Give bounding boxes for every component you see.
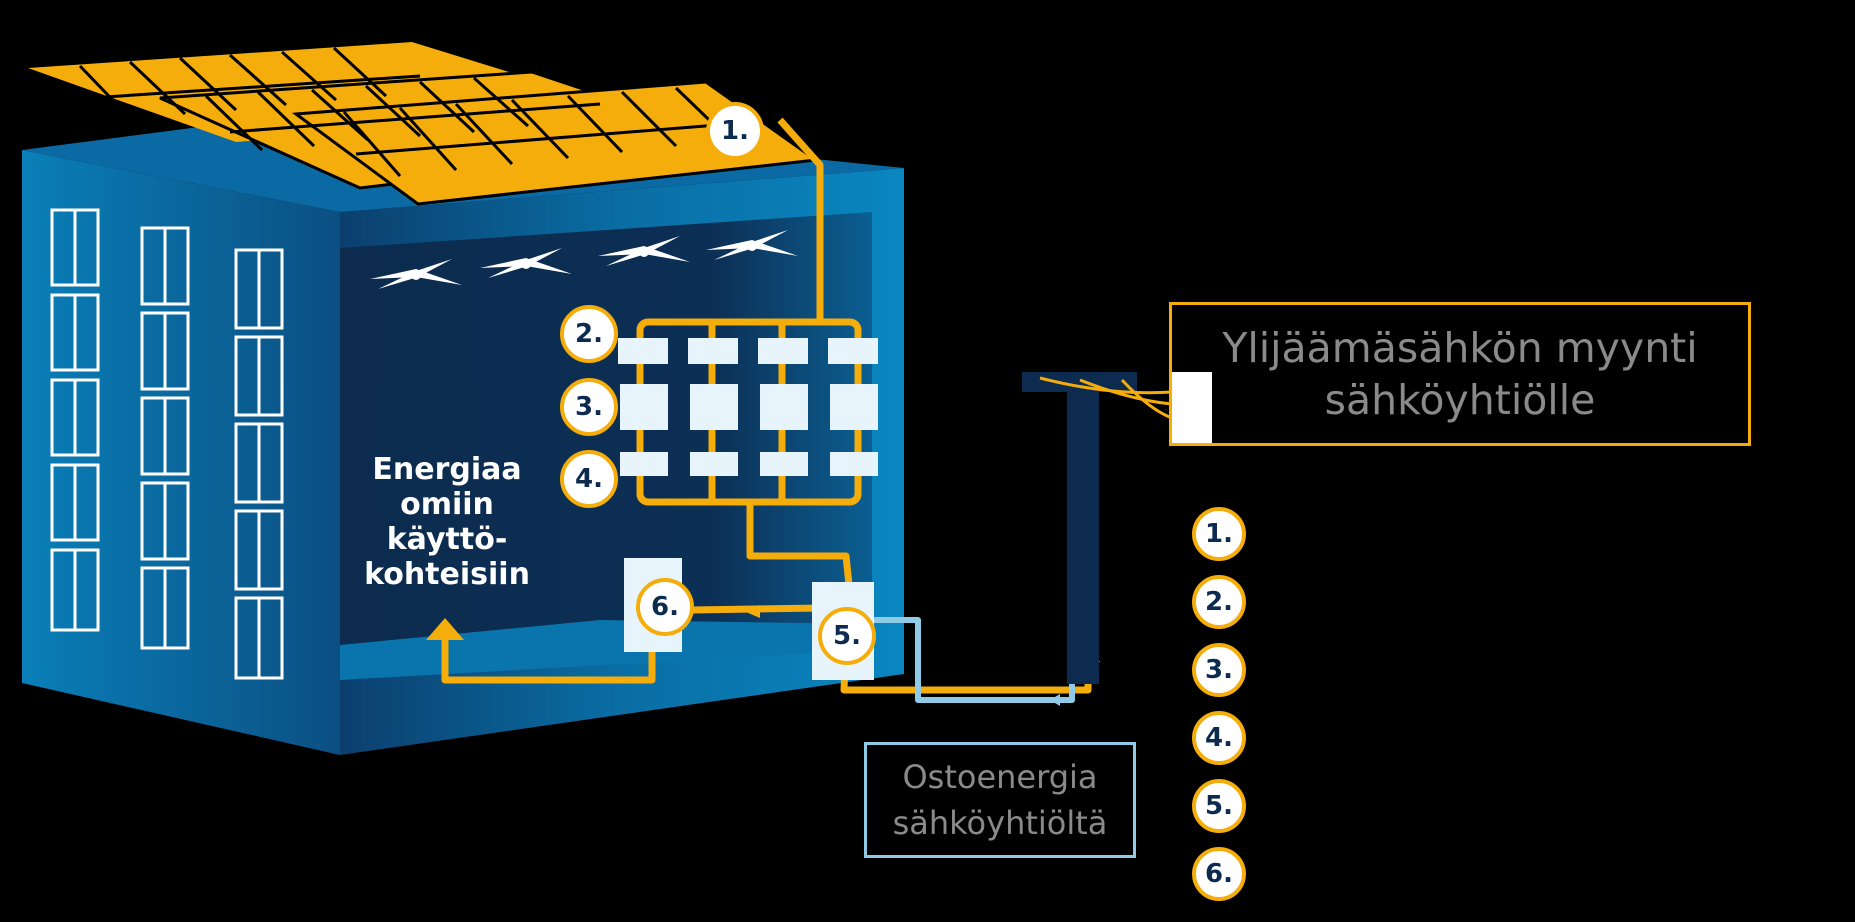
arrow-to-meter xyxy=(746,605,760,618)
purchased-energy-line-1: Ostoenergia xyxy=(902,758,1098,796)
building xyxy=(22,110,904,755)
surplus-sale-line-2: sähköyhtiölle xyxy=(1324,376,1596,424)
ceiling-light-3 xyxy=(598,236,690,266)
window-column-1 xyxy=(50,208,100,632)
surplus-sale-box: Ylijäämäsähkön myynti sähköyhtiölle xyxy=(1169,302,1751,446)
callout-4: 4. xyxy=(560,450,618,508)
legend-item-3: 3. xyxy=(1192,643,1246,697)
arrow-purchased-energy xyxy=(1050,694,1060,706)
callout-6: 6. xyxy=(636,578,694,636)
ceiling-light-2 xyxy=(480,248,572,278)
legend-item-1: 1. xyxy=(1192,507,1246,561)
building-label-line-1: Energiaa xyxy=(372,452,522,487)
legend-item-5: 5. xyxy=(1192,779,1246,833)
purchased-energy-box: Ostoenergia sähköyhtiöltä xyxy=(864,742,1136,858)
purchased-energy-line xyxy=(848,617,1075,703)
component-row-2 xyxy=(618,338,878,364)
callout-2: 2. xyxy=(560,305,618,363)
utility-pole xyxy=(1022,372,1173,684)
arrow-to-consumption xyxy=(426,618,464,640)
building-label-line-4: kohteisiin xyxy=(364,557,530,592)
building-label-line-3: käyttö- xyxy=(386,522,508,557)
purchased-energy-line-2: sähköyhtiöltä xyxy=(892,804,1108,842)
ceiling-light-4 xyxy=(706,230,798,260)
callout-5: 5. xyxy=(818,607,876,665)
component-row-3 xyxy=(620,384,878,430)
legend-item-6: 6. xyxy=(1192,847,1246,901)
callout-1: 1. xyxy=(706,102,764,160)
solar-panels xyxy=(28,42,821,206)
building-label-line-2: omiin xyxy=(400,487,494,522)
legend-item-4: 4. xyxy=(1192,711,1246,765)
ceiling-light-1 xyxy=(370,259,462,289)
windows xyxy=(50,208,284,680)
building-interior-floor xyxy=(340,620,872,680)
meter-card xyxy=(1172,372,1212,444)
callout-3: 3. xyxy=(560,378,618,436)
building-left-wall xyxy=(22,150,340,755)
surplus-sale-line-1: Ylijäämäsähkön myynti xyxy=(1222,324,1698,372)
building-consumption-label: Energiaa omiin käyttö- kohteisiin xyxy=(352,452,542,592)
window-column-3 xyxy=(234,248,284,680)
ceiling-lights xyxy=(370,230,798,289)
component-row-4 xyxy=(620,452,878,476)
window-column-2 xyxy=(140,226,190,650)
legend-item-2: 2. xyxy=(1192,575,1246,629)
